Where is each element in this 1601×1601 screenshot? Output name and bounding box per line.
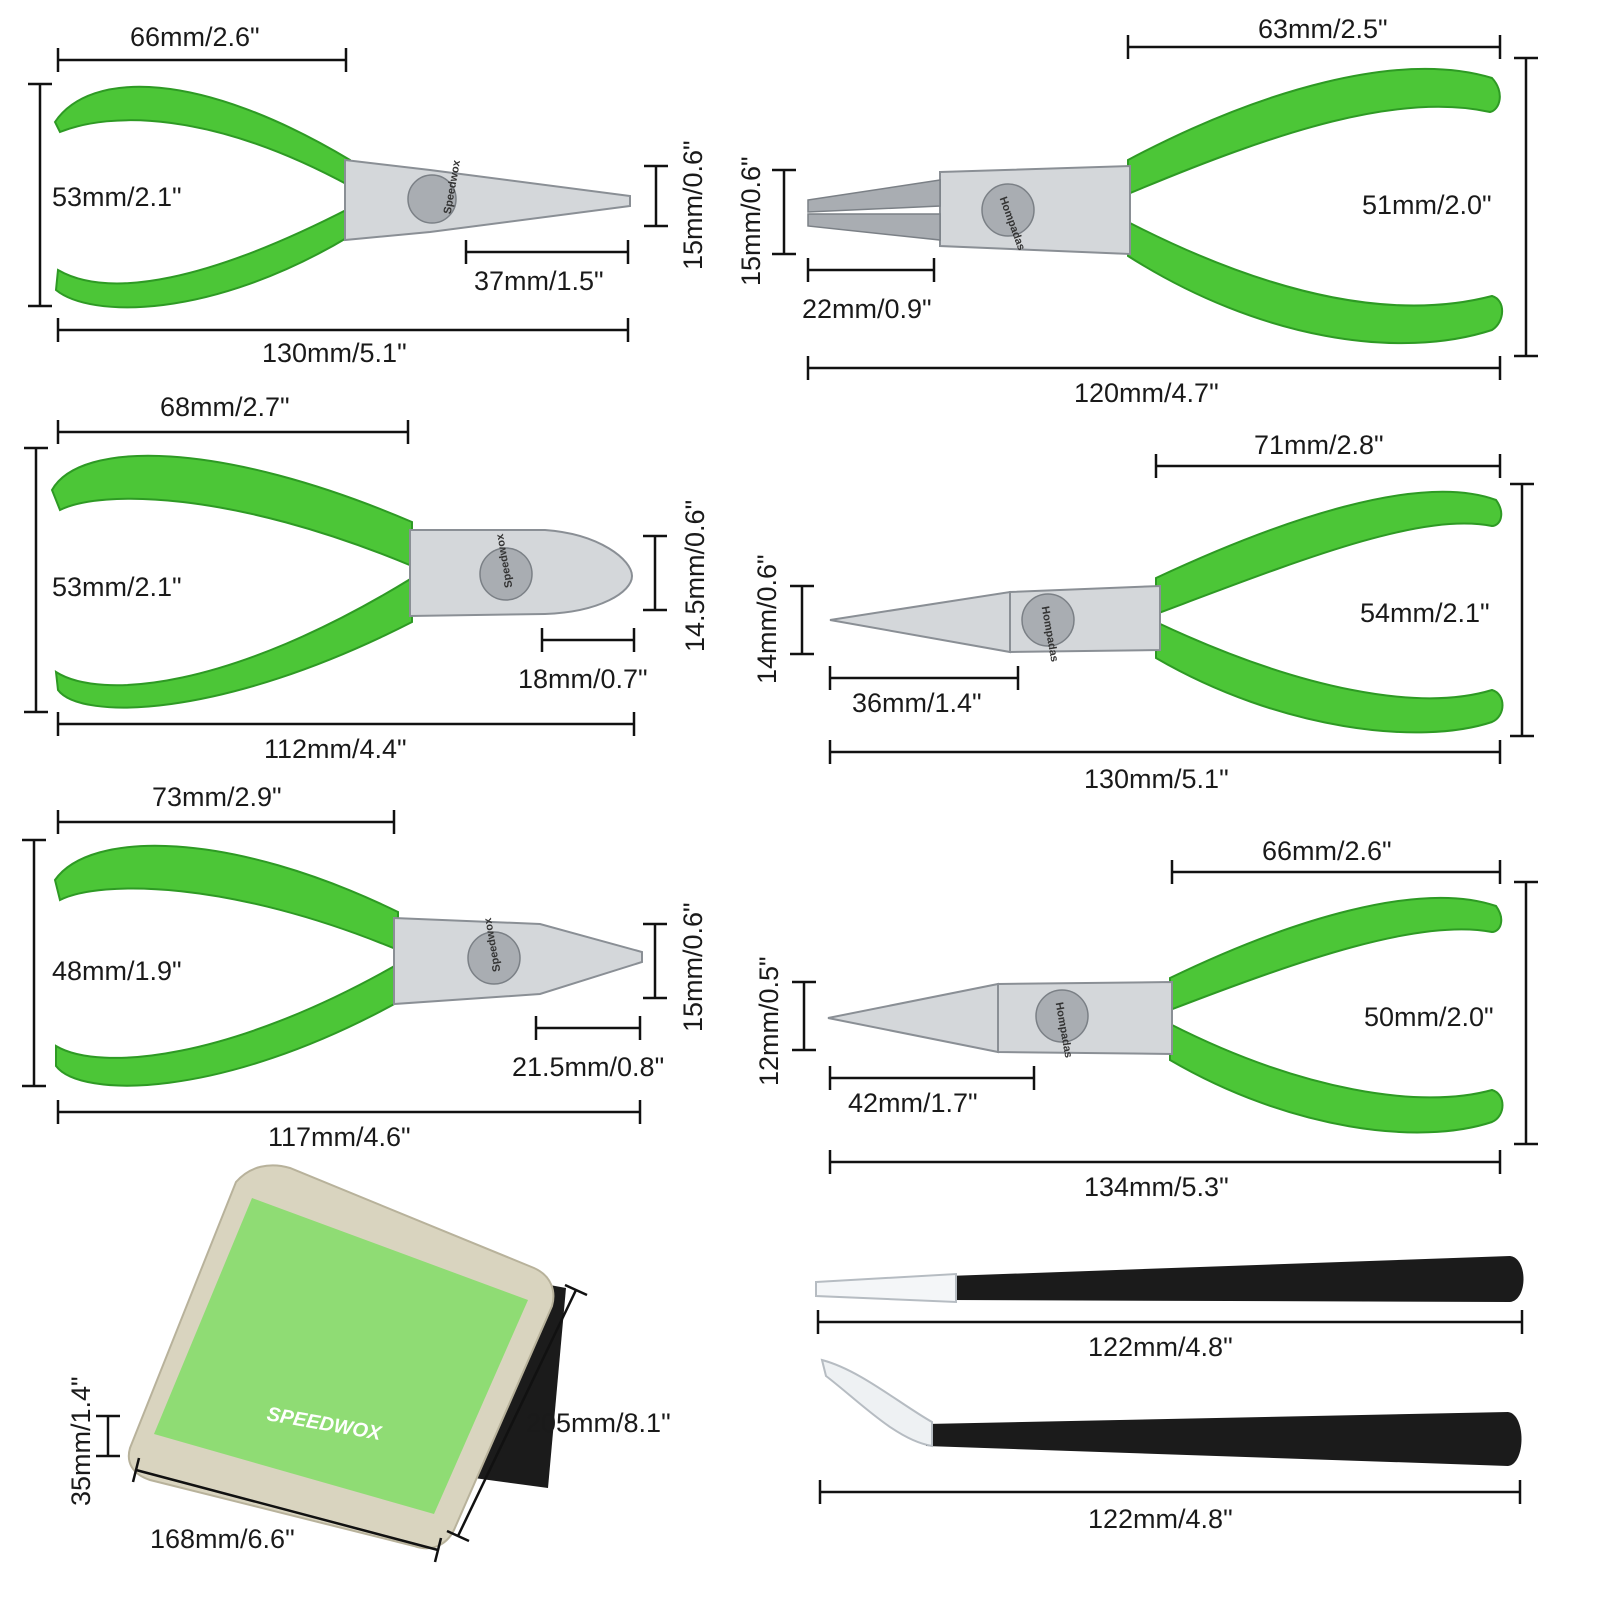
jaw-height-dimension: 15mm/0.6"	[736, 156, 766, 286]
dimension-lines	[816, 1310, 1524, 1334]
total-length-dimension: 120mm/4.7"	[1074, 378, 1219, 408]
handle-dimension: 66mm/2.6"	[1262, 836, 1392, 866]
case-height-dimension: 205mm/8.1"	[526, 1408, 671, 1438]
height-dimension: 51mm/2.0"	[1362, 190, 1492, 220]
total-length-dimension: 117mm/4.6"	[268, 1122, 411, 1152]
height-dimension: 48mm/1.9"	[52, 956, 182, 986]
jaw-length-dimension: 18mm/0.7"	[518, 664, 648, 694]
handle-dimension: 73mm/2.9"	[152, 782, 282, 812]
total-length-dimension: 112mm/4.4"	[264, 734, 407, 764]
jaw-height-dimension: 15mm/0.6"	[678, 902, 708, 1032]
jaw-length-dimension: 22mm/0.9"	[802, 294, 932, 324]
straight-tweezers	[815, 1256, 1524, 1304]
handle-dimension: 71mm/2.8"	[1254, 430, 1384, 460]
jaw-length-dimension: 36mm/1.4"	[852, 688, 982, 718]
carrying-case: SPEEDWOX	[127, 1164, 566, 1550]
round-nose-pliers: Hompadas	[807, 68, 1504, 345]
dimension-lines	[24, 420, 667, 736]
jaw-height-dimension: 14.5mm/0.6"	[680, 500, 710, 652]
side-cutter: Speedwox	[50, 454, 634, 709]
height-dimension: 53mm/2.1"	[52, 182, 182, 212]
dimension-lines	[818, 1480, 1522, 1504]
total-length-dimension: 134mm/5.3"	[1084, 1172, 1229, 1202]
dimension-lines	[772, 35, 1538, 380]
jaw-length-dimension: 21.5mm/0.8"	[512, 1052, 664, 1082]
curved-tweezers-length: 122mm/4.8"	[1088, 1504, 1233, 1534]
height-dimension: 50mm/2.0"	[1364, 1002, 1494, 1032]
height-dimension: 54mm/2.1"	[1360, 598, 1490, 628]
dimension-lines	[22, 810, 667, 1124]
handle-dimension: 63mm/2.5"	[1258, 14, 1388, 44]
dimension-lines	[28, 48, 668, 342]
dimension-lines	[96, 1283, 588, 1563]
lineman-pliers: Speedwox	[53, 844, 643, 1087]
height-dimension: 53mm/2.1"	[52, 572, 182, 602]
total-length-dimension: 130mm/5.1"	[1084, 764, 1229, 794]
handle-dimension: 66mm/2.6"	[130, 22, 260, 52]
straight-tweezers-length: 122mm/4.8"	[1088, 1332, 1233, 1362]
needle-nose-pliers: Hompadas	[827, 896, 1504, 1134]
jaw-height-dimension: 14mm/0.6"	[752, 554, 782, 684]
handle-dimension: 68mm/2.7"	[160, 392, 290, 422]
dimension-lines	[790, 454, 1534, 764]
total-length-dimension: 130mm/5.1"	[262, 338, 407, 368]
jaw-height-dimension: 12mm/0.5"	[754, 956, 784, 1086]
case-thickness-dimension: 35mm/1.4"	[66, 1376, 96, 1506]
jaw-length-dimension: 42mm/1.7"	[848, 1088, 978, 1118]
chain-nose-pliers: Speedwox	[53, 85, 631, 309]
jaw-height-dimension: 15mm/0.6"	[678, 140, 708, 270]
case-width-dimension: 168mm/6.6"	[150, 1524, 295, 1554]
long-nose-pliers: Hompadas	[829, 490, 1504, 734]
jaw-length-dimension: 37mm/1.5"	[474, 266, 604, 296]
dimension-lines	[792, 860, 1538, 1174]
curved-tweezers	[820, 1358, 1522, 1466]
